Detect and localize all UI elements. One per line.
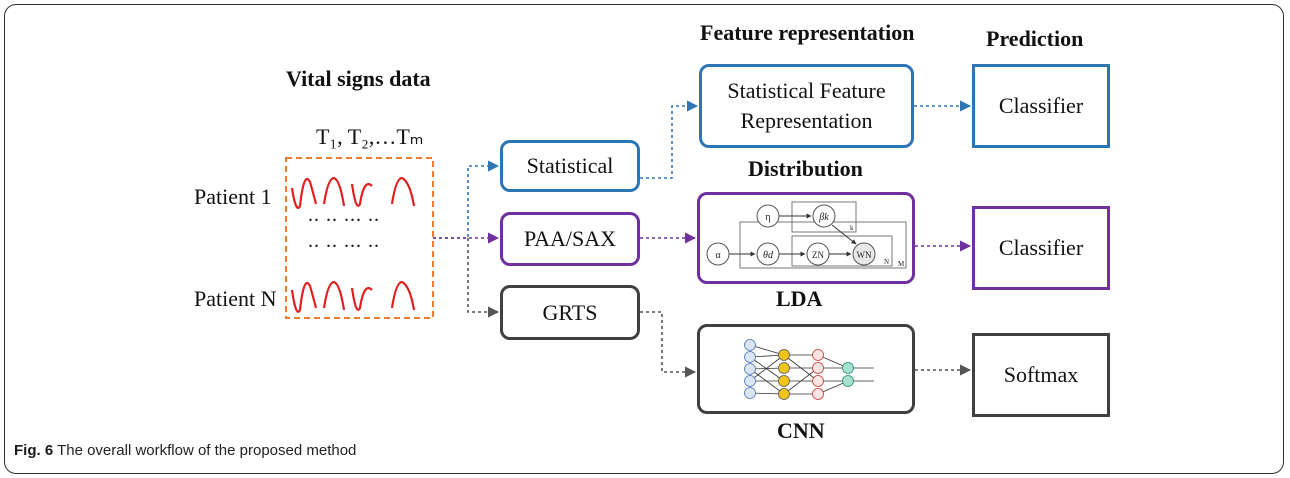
patient-data-box [285, 157, 434, 319]
arrow-to-grts [467, 238, 500, 318]
z-label: ZN [812, 250, 824, 260]
beta-node [812, 204, 836, 228]
lda-plate-diagram: η βk α θd ZN WN k N M [706, 201, 907, 269]
arrow-to-stat-feature [640, 100, 699, 179]
cnn-connections [749, 344, 874, 395]
distribution-heading: Distribution [748, 156, 863, 181]
patient-1-label: Patient 1 [194, 184, 272, 209]
cnn-input-layer [744, 339, 756, 399]
ellipsis-row-2: .. .. ... .. [308, 230, 380, 252]
cnn-hidden-layer-1 [778, 349, 790, 400]
statistical-box: Statistical [500, 140, 640, 192]
figure-frame [4, 4, 1284, 474]
classifier-box-1: Classifier [972, 64, 1110, 148]
plate-k [791, 201, 857, 233]
cnn-hidden-layer-2 [812, 349, 824, 400]
patient-n-waveform [290, 280, 416, 313]
paa-sax-box: PAA/SAX [500, 212, 640, 266]
caption-label: Fig. 6 [14, 442, 54, 459]
patient-n-label: Patient N [194, 286, 277, 311]
feature-representation-heading: Feature representation [700, 20, 915, 45]
alpha-label: α [715, 250, 721, 261]
cnn-output-layer [842, 362, 854, 387]
arrow-to-statistical [433, 160, 500, 239]
plate-m-label: M [898, 260, 905, 268]
grts-box: GRTS [500, 285, 640, 340]
theta-label: θd [763, 250, 774, 261]
cnn-network-illustration [744, 339, 874, 400]
prediction-heading: Prediction [986, 26, 1084, 51]
arrow-to-cnn [640, 311, 697, 378]
cnn-heading: CNN [777, 418, 825, 443]
vital-signs-heading: Vital signs data [286, 66, 431, 91]
classifier-box-2: Classifier [972, 206, 1110, 290]
plate-n [791, 235, 893, 267]
figure-caption: Fig. 6 The overall workflow of the propo… [14, 442, 356, 459]
lda-model-box [697, 192, 915, 284]
w-label: WN [857, 250, 872, 260]
softmax-box: Softmax [972, 333, 1110, 417]
ellipsis-row-1: .. .. ... .. [308, 204, 380, 226]
statistical-feature-representation-box: Statistical Feature Representation [699, 64, 914, 148]
lda-heading: LDA [776, 286, 823, 311]
plate-k-label: k [850, 224, 854, 232]
time-series-label: T₁, T₂,…Tₘ [316, 124, 424, 149]
plate-n-label: N [884, 258, 889, 266]
beta-label: βk [818, 212, 829, 223]
patient-1-waveform [290, 176, 416, 209]
cnn-model-box [697, 324, 915, 414]
eta-label: η [765, 212, 770, 223]
caption-text: The overall workflow of the proposed met… [57, 442, 357, 459]
w-node [852, 242, 876, 266]
